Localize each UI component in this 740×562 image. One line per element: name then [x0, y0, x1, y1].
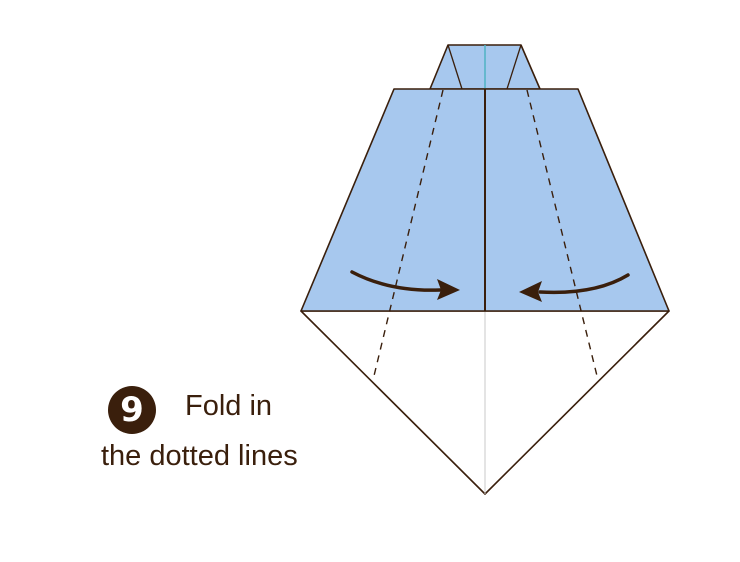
- left-blue-flap: [300, 88, 486, 312]
- neck-left-crease: [447, 44, 463, 90]
- step-number-badge: 9: [108, 386, 156, 434]
- right-fold-arrowhead: [519, 281, 542, 302]
- right-fold-arrow: [538, 273, 630, 295]
- right-fold-dotted-line: [526, 89, 599, 381]
- right-blue-flap: [484, 88, 670, 312]
- left-fold-arrow: [350, 270, 442, 292]
- neck-right-crease: [506, 44, 522, 90]
- left-fold-dotted-line: [372, 89, 444, 381]
- instruction-line-2: the dotted lines: [101, 440, 298, 472]
- instruction-line-1: Fold in: [185, 390, 273, 422]
- left-fold-arrowhead: [437, 279, 460, 300]
